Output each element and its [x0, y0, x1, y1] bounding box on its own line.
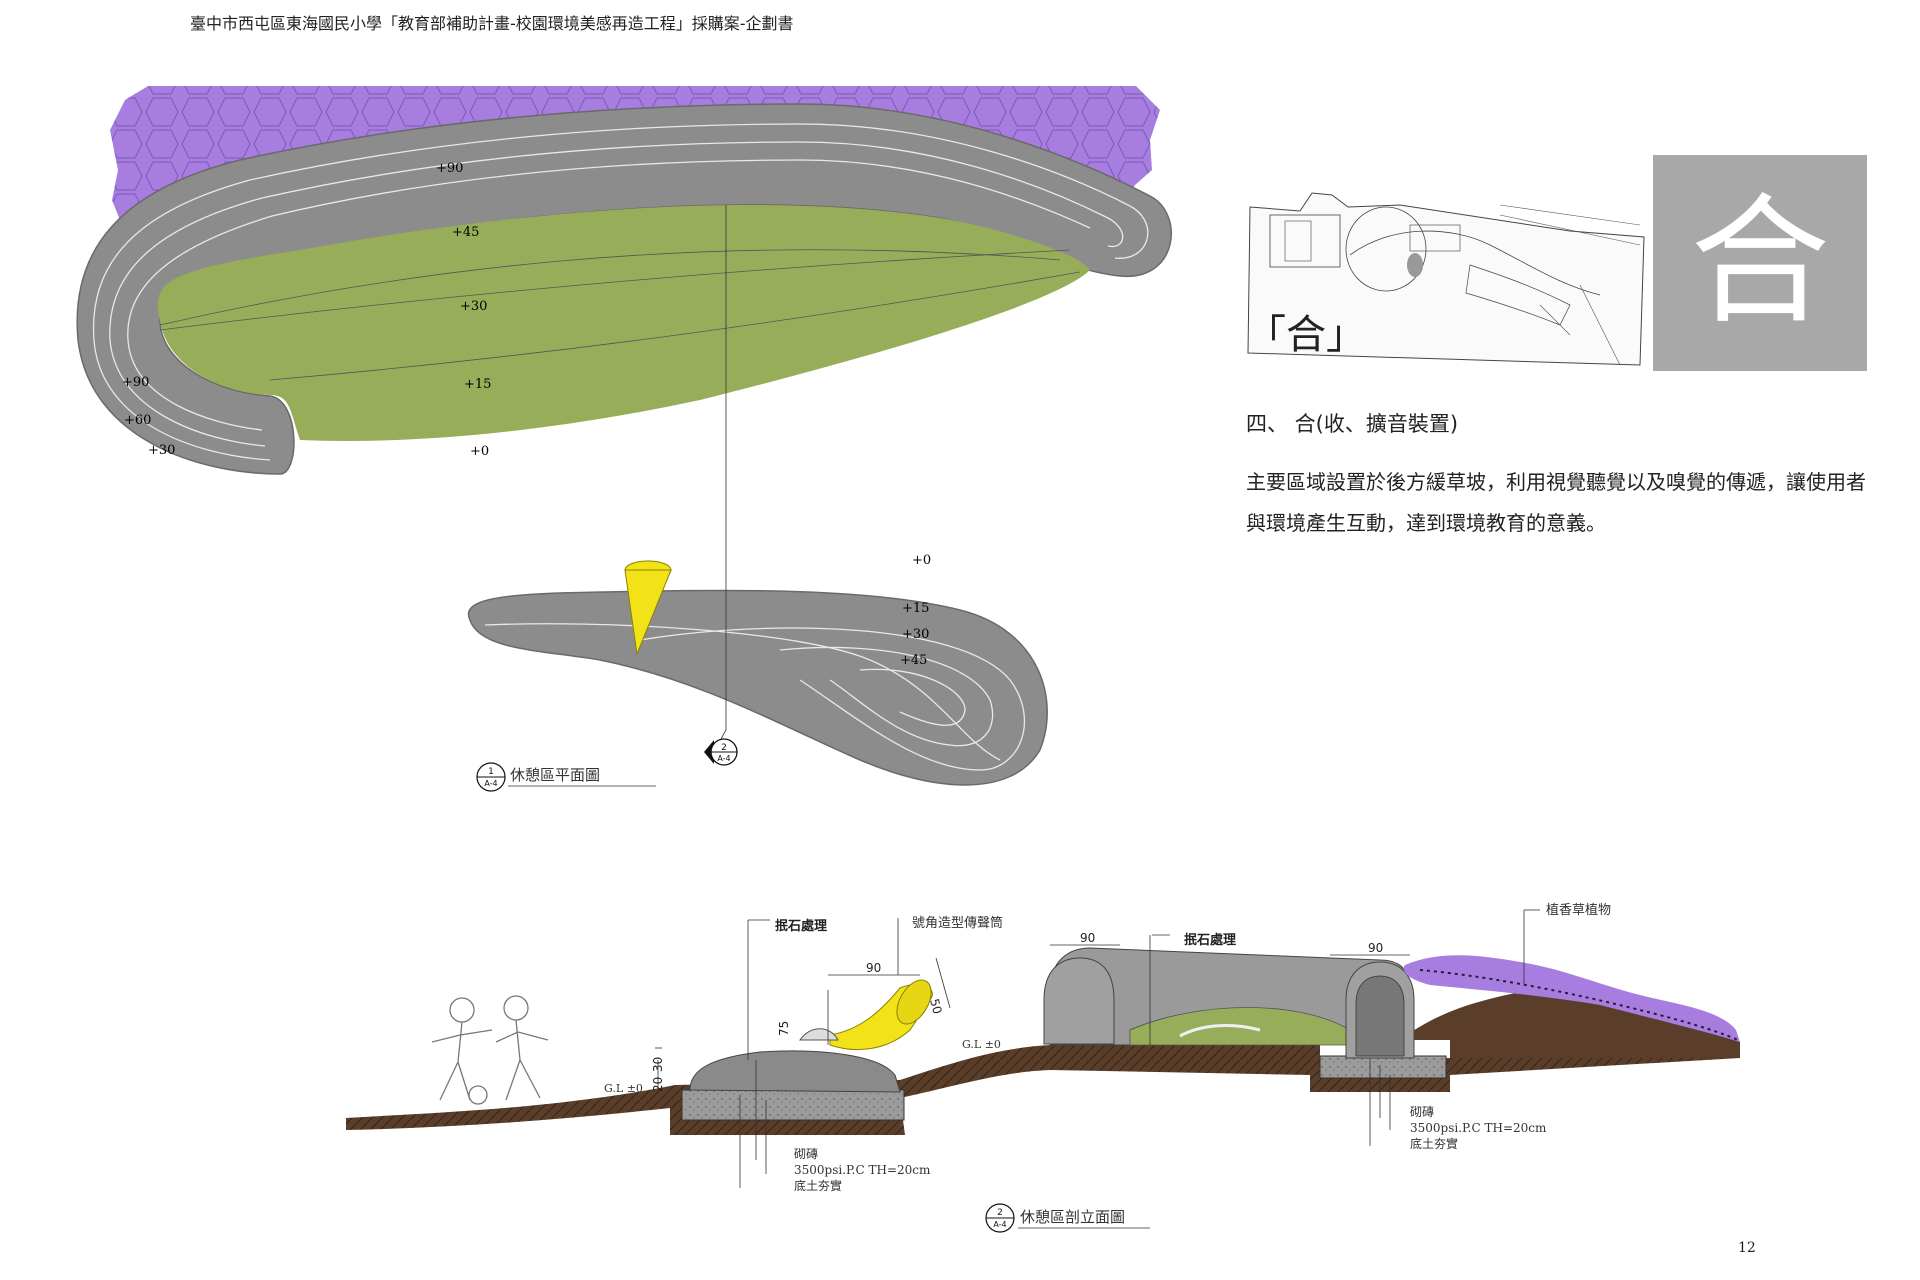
- contour-line: [159, 249, 1071, 331]
- section-caption: 休憩區剖立面圖: [1020, 1208, 1125, 1226]
- label-concrete-right: 3500psi.P.C TH=20cm: [1410, 1121, 1547, 1135]
- label-gl-mid: G.L ±0: [962, 1038, 1001, 1051]
- grass-slope: [157, 204, 1090, 441]
- label-concrete-left: 3500psi.P.C TH=20cm: [794, 1163, 931, 1177]
- section-callout-num: 2: [997, 1208, 1003, 1218]
- label-brick-right: 砌磚: [1410, 1105, 1434, 1119]
- children-sketch-icon: [431, 995, 549, 1105]
- plan-callout-num: 1: [488, 767, 494, 777]
- level-label: +90: [436, 161, 463, 176]
- label-soil-left: 底土夯實: [794, 1178, 842, 1193]
- site-map: [1247, 192, 1645, 366]
- label-brick-left: 砌磚: [794, 1147, 818, 1161]
- tunnel-structure: [1043, 947, 1415, 1059]
- level-label: +60: [124, 413, 151, 428]
- dim-horn-height: 50: [927, 997, 944, 1015]
- plan-caption-callout-icon: [476, 762, 506, 792]
- section-marker-sheet: A-4: [717, 754, 730, 763]
- level-label: +15: [902, 601, 929, 616]
- level-label: +0: [470, 444, 489, 459]
- section-marker-icon: [704, 738, 738, 766]
- level-label: +15: [464, 377, 491, 392]
- label-horn: 號角造型傳聲筒: [912, 915, 1003, 931]
- label-stone-right: 抿石處理: [1184, 932, 1236, 948]
- herb-plants: [1403, 955, 1740, 1042]
- label-plants: 植香草植物: [1546, 903, 1611, 918]
- level-label: +90: [122, 375, 149, 390]
- plan-callout-sheet: A-4: [484, 779, 497, 788]
- plan-caption: 休憩區平面圖: [510, 766, 600, 784]
- label-gl-left: G.L ±0: [604, 1082, 643, 1095]
- level-label: +45: [900, 653, 927, 668]
- herb-plants-stems: [1419, 969, 1739, 1041]
- dim-tunnel-left: 90: [1080, 931, 1095, 945]
- section-paragraph: 主要區域設置於後方緩草坡，利用視覺聽覺以及嗅覺的傳遞，讓使用者與環境產生互動，達…: [1246, 470, 1866, 535]
- contour-line: [159, 249, 1061, 326]
- page-number: 12: [1738, 1240, 1756, 1256]
- level-label: +30: [148, 443, 175, 458]
- horn-speaker-icon: [829, 979, 933, 1051]
- dim-horn-width: 90: [866, 961, 881, 975]
- site-map-label: 「合」: [1246, 312, 1366, 358]
- section-badge: 合: [1653, 155, 1867, 371]
- dim-tunnel-right: 90: [1368, 941, 1383, 955]
- level-label: +30: [460, 299, 487, 314]
- section-heading: 四、 合(收、擴音裝置): [1246, 412, 1459, 436]
- label-soil-right: 底土夯實: [1410, 1136, 1458, 1151]
- reclining-figure-icon: [1179, 1023, 1261, 1038]
- child-figure-icon: [799, 1028, 839, 1041]
- concrete-base: [1319, 1055, 1447, 1079]
- level-label: +0: [912, 553, 931, 568]
- dim-base-30: 30: [651, 1057, 665, 1072]
- document-header: 臺中市西屯區東海國民小學「教育部補助計畫-校園環境美感再造工程」採購案-企劃書: [190, 14, 794, 33]
- slope-mound: [1400, 990, 1740, 1058]
- lower-seating-pad: [467, 589, 1048, 786]
- seat-stone: [689, 1050, 901, 1093]
- label-stone-left: 抿石處理: [775, 918, 827, 934]
- dim-base-20: 20: [651, 1077, 665, 1092]
- dimension-lines: [655, 909, 1540, 1188]
- level-label: +45: [452, 225, 479, 240]
- level-label: +30: [902, 627, 929, 642]
- section-callout-sheet: A-4: [993, 1220, 1006, 1229]
- concrete-base: [681, 1089, 905, 1121]
- contour-line: [269, 271, 1081, 381]
- horn-speaker-icon: [624, 560, 672, 656]
- dim-pedestal: 75: [777, 1021, 791, 1036]
- section-marker-num: 2: [721, 743, 727, 753]
- section-caption-callout-icon: [985, 1203, 1015, 1233]
